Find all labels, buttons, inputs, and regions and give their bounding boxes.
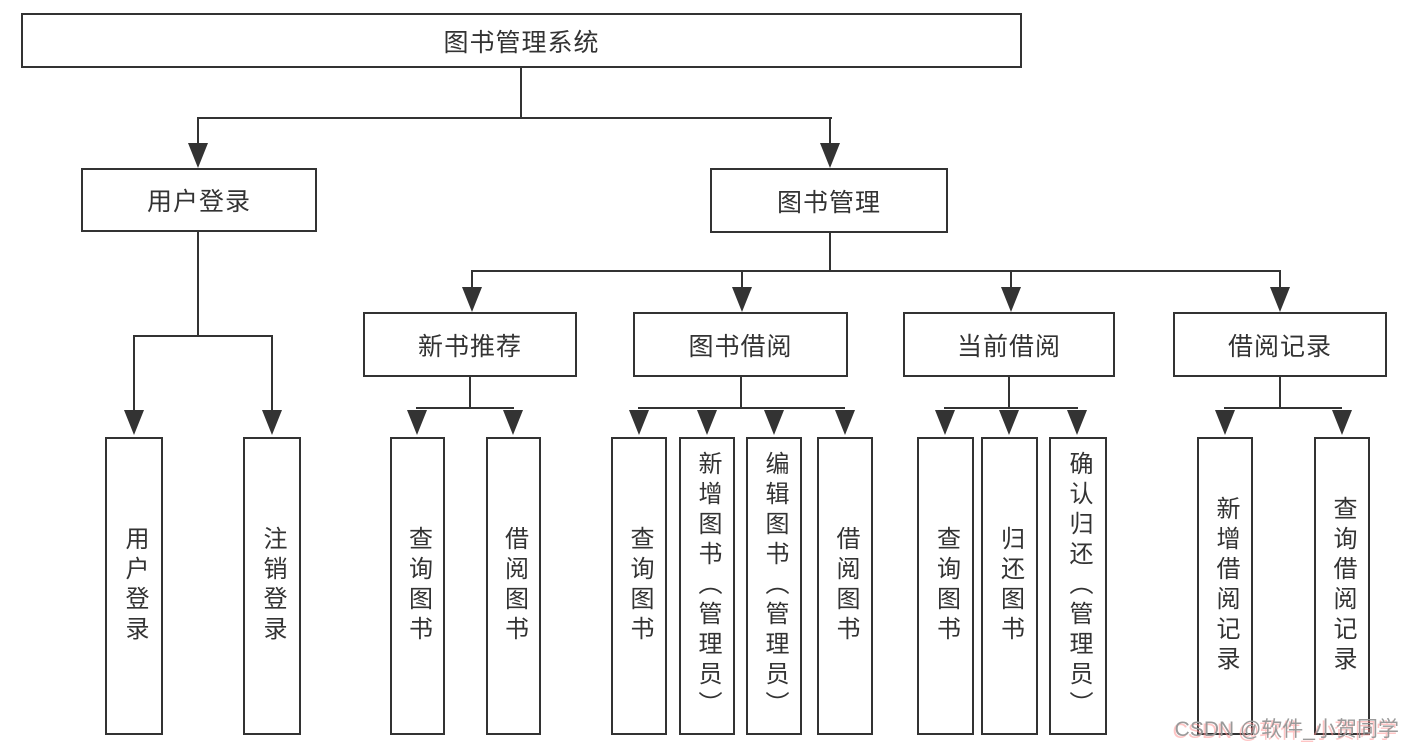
arrowhead-d2 xyxy=(1332,410,1352,435)
connector-stem-leaf-login xyxy=(133,335,135,412)
connector-book-borrow-stem xyxy=(740,377,742,409)
node-book-mgmt-label: 图书管理 xyxy=(776,188,881,217)
leaf-query-book-a-label: 查询图书 xyxy=(404,526,432,646)
connector-root-branch xyxy=(197,117,832,119)
arrowhead-b2 xyxy=(697,410,717,435)
leaf-user-login: 用户登录 xyxy=(105,437,163,735)
arrowhead-leaf-login xyxy=(124,410,144,435)
arrowhead-book-borrow xyxy=(732,287,752,312)
leaf-query-book-b-label: 查询图书 xyxy=(626,526,653,646)
connector-borrow-records-stem xyxy=(1279,377,1281,409)
connector-stem-current-borrow xyxy=(1010,271,1012,289)
leaf-confirm-return-admin: 确认归还（管理员） xyxy=(1049,437,1107,735)
arrowhead-a1 xyxy=(407,410,427,435)
connector-current-borrow-branch xyxy=(944,407,1078,409)
connector-user-login-branch xyxy=(133,335,273,337)
leaf-borrow-book-a-label: 借阅图书 xyxy=(500,526,528,646)
leaf-query-book-a: 查询图书 xyxy=(390,437,445,735)
node-root-library-system: 图书管理系统 xyxy=(21,13,1022,68)
node-user-login: 用户登录 xyxy=(81,168,317,232)
arrowhead-b4 xyxy=(835,410,855,435)
arrowhead-user-login xyxy=(188,143,208,168)
leaf-add-book-admin-label: 新增图书（管理员） xyxy=(694,451,721,721)
node-book-borrow: 图书借阅 xyxy=(633,312,848,377)
arrowhead-borrow-records xyxy=(1270,287,1290,312)
leaf-edit-book-admin-label: 编辑图书（管理员） xyxy=(761,451,788,721)
leaf-confirm-return-admin-label: 确认归还（管理员） xyxy=(1065,451,1092,721)
arrowhead-c2 xyxy=(999,410,1019,435)
arrowhead-b3 xyxy=(764,410,784,435)
node-user-login-label: 用户登录 xyxy=(146,188,251,216)
node-book-borrow-label: 图书借阅 xyxy=(688,332,793,361)
connector-stem-borrow-records xyxy=(1279,271,1281,289)
node-new-book-rec-label: 新书推荐 xyxy=(417,332,522,361)
connector-new-book-stem xyxy=(469,377,471,409)
arrowhead-a2 xyxy=(503,410,523,435)
connector-root-stem xyxy=(520,68,522,118)
leaf-add-borrow-record-label: 新增借阅记录 xyxy=(1212,496,1239,676)
node-root-label: 图书管理系统 xyxy=(443,28,600,57)
leaf-logout: 注销登录 xyxy=(243,437,301,735)
leaf-query-book-c-label: 查询图书 xyxy=(932,526,960,646)
connector-new-book-branch xyxy=(416,407,514,409)
connector-stem-leaf-logout xyxy=(271,335,273,412)
arrowhead-b1 xyxy=(629,410,649,435)
connector-user-login-stem xyxy=(197,232,199,337)
connector-book-borrow-branch xyxy=(638,407,845,409)
connector-stem-user-login xyxy=(197,118,199,145)
connector-borrow-records-branch xyxy=(1224,407,1342,409)
node-current-borrow: 当前借阅 xyxy=(903,312,1115,377)
leaf-user-login-label: 用户登录 xyxy=(121,526,148,646)
connector-book-mgmt-stem xyxy=(829,233,831,272)
connector-current-borrow-stem xyxy=(1008,377,1010,409)
arrowhead-current-borrow xyxy=(1001,287,1021,312)
arrowhead-c3 xyxy=(1067,410,1087,435)
csdn-watermark: CSDN @软件_小贺同学 xyxy=(1174,718,1399,741)
leaf-query-borrow-record: 查询借阅记录 xyxy=(1314,437,1370,735)
arrowhead-new-book xyxy=(462,287,482,312)
node-borrow-records: 借阅记录 xyxy=(1173,312,1387,377)
node-current-borrow-label: 当前借阅 xyxy=(956,332,1061,361)
leaf-add-book-admin: 新增图书（管理员） xyxy=(679,437,735,735)
leaf-return-book-label: 归还图书 xyxy=(996,526,1024,646)
node-book-mgmt: 图书管理 xyxy=(710,168,948,233)
connector-stem-book-mgmt xyxy=(829,118,831,145)
leaf-query-borrow-record-label: 查询借阅记录 xyxy=(1329,496,1356,676)
leaf-return-book: 归还图书 xyxy=(981,437,1038,735)
connector-stem-new-book xyxy=(471,271,473,289)
arrowhead-leaf-logout xyxy=(262,410,282,435)
node-new-book-rec: 新书推荐 xyxy=(363,312,577,377)
arrowhead-c1 xyxy=(935,410,955,435)
arrowhead-book-mgmt xyxy=(820,143,840,168)
leaf-query-book-c: 查询图书 xyxy=(917,437,974,735)
leaf-add-borrow-record: 新增借阅记录 xyxy=(1197,437,1253,735)
arrowhead-d1 xyxy=(1215,410,1235,435)
connector-book-mgmt-branch xyxy=(471,270,1281,272)
connector-stem-book-borrow xyxy=(741,271,743,289)
leaf-borrow-book-b-label: 借阅图书 xyxy=(832,526,859,646)
leaf-borrow-book-a: 借阅图书 xyxy=(486,437,541,735)
leaf-logout-label: 注销登录 xyxy=(259,526,286,646)
leaf-borrow-book-b: 借阅图书 xyxy=(817,437,873,735)
leaf-edit-book-admin: 编辑图书（管理员） xyxy=(746,437,802,735)
node-borrow-records-label: 借阅记录 xyxy=(1227,332,1332,361)
leaf-query-book-b: 查询图书 xyxy=(611,437,667,735)
